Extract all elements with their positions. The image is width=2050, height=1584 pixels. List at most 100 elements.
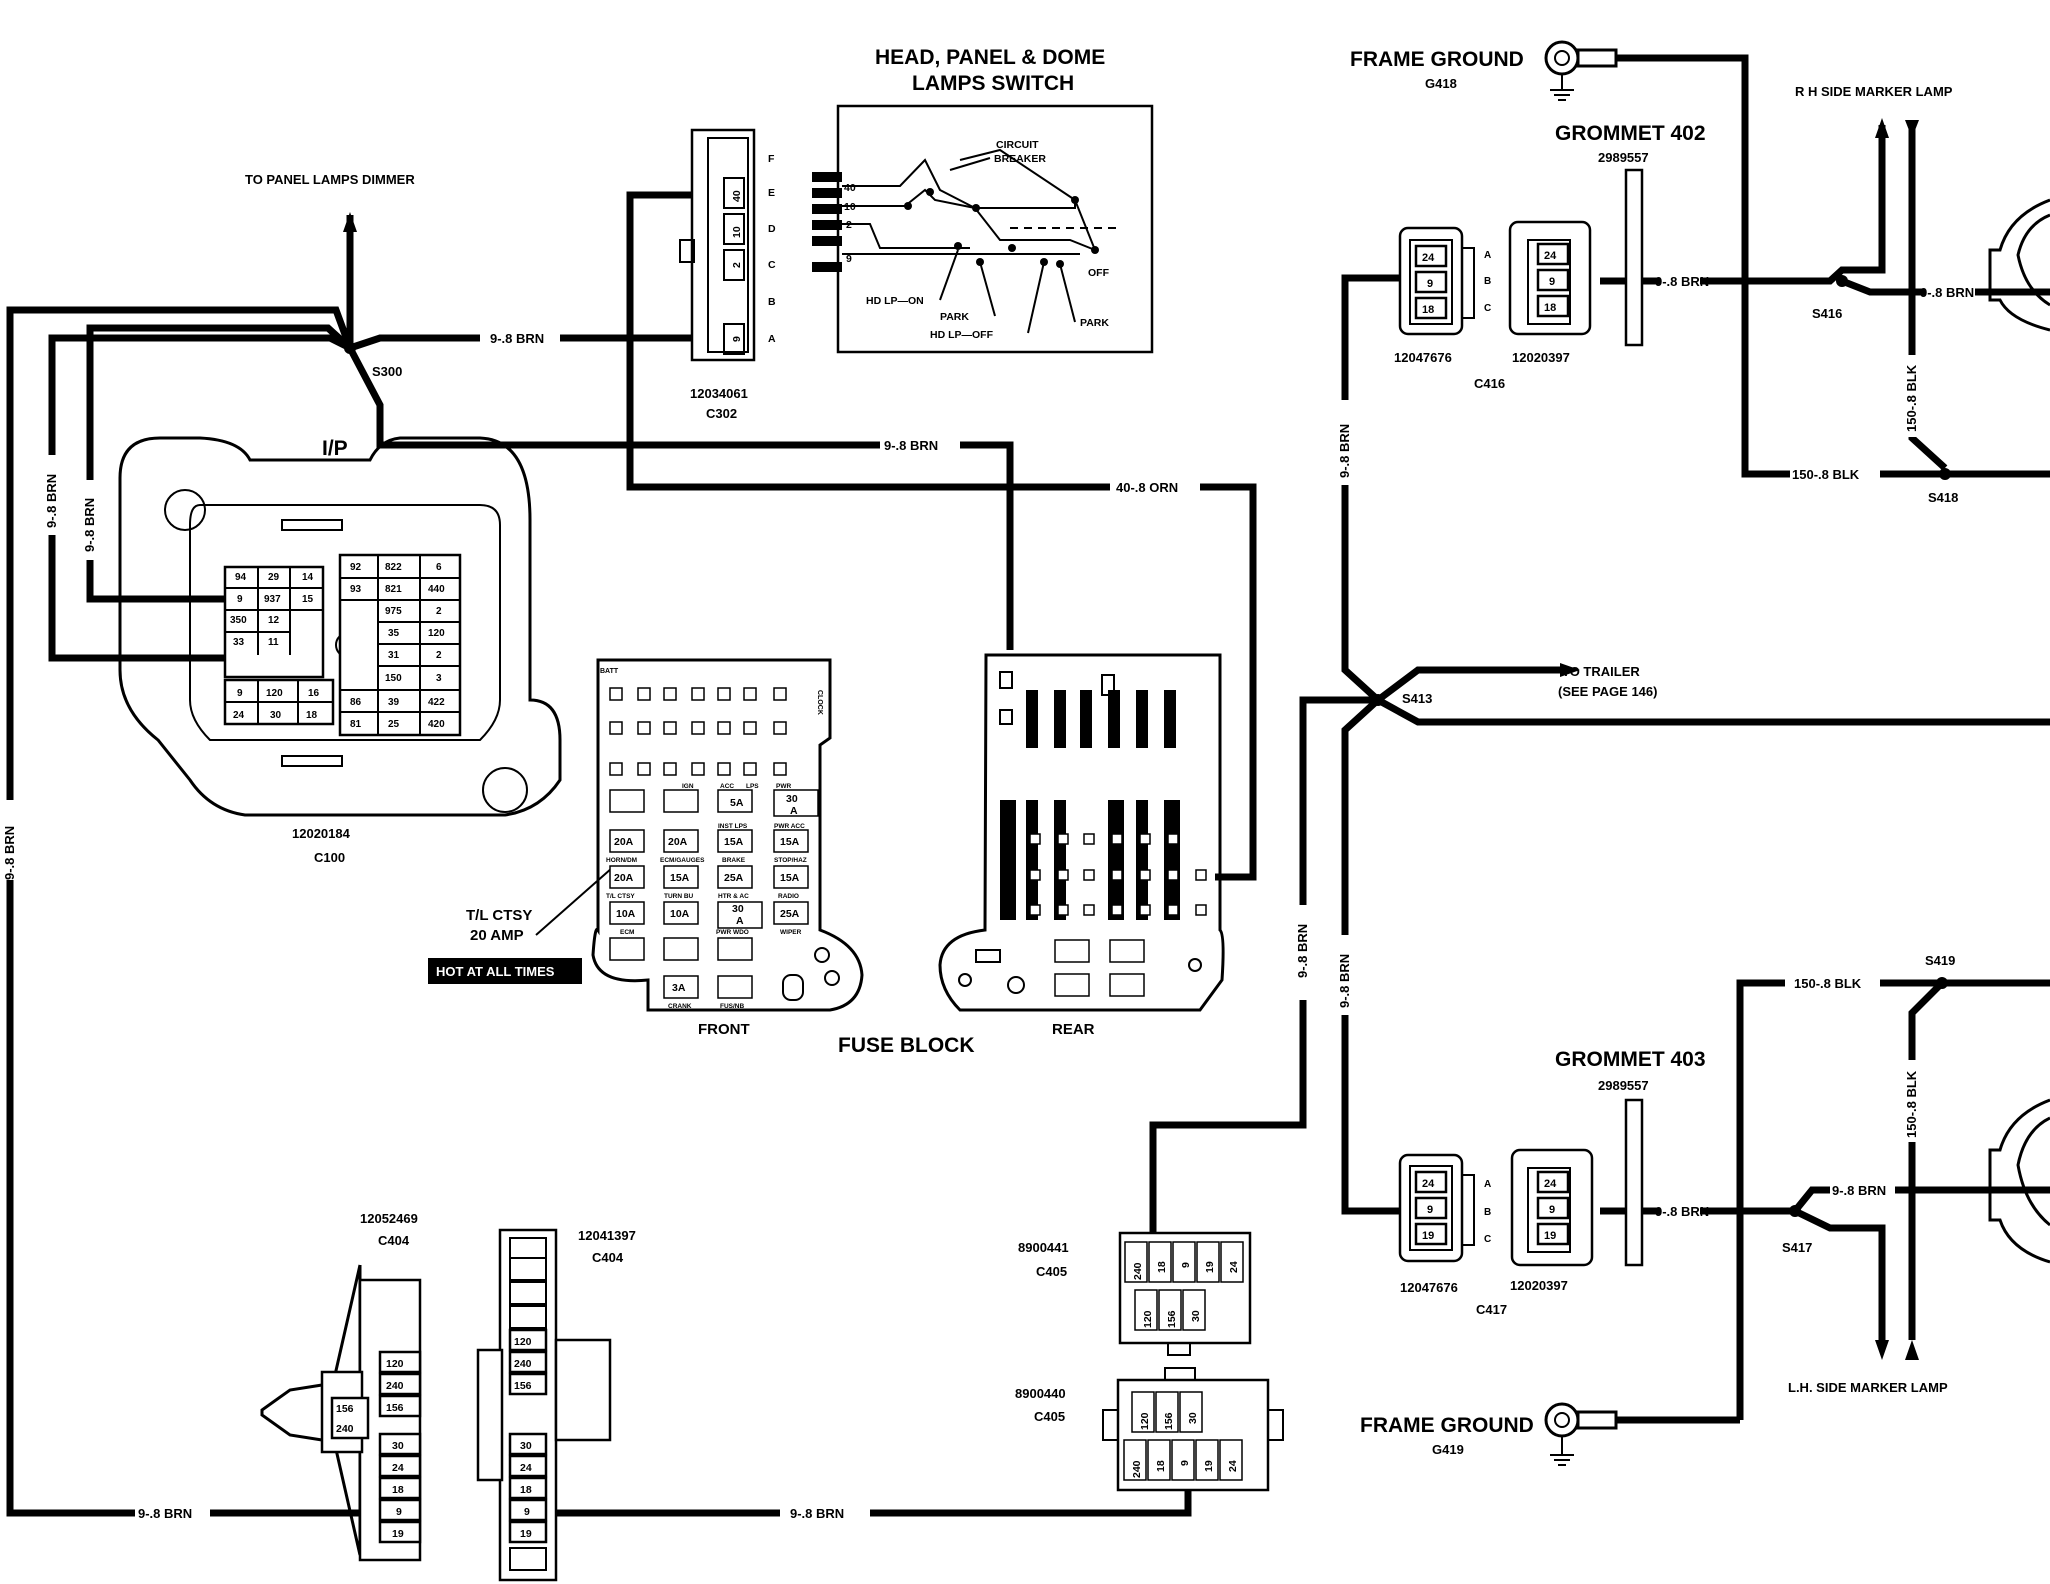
g418-id: G418: [1425, 76, 1457, 91]
svg-text:94: 94: [235, 572, 247, 583]
rh-lamp-housing: [1988, 198, 2050, 332]
grommet403-label: GROMMET 403: [1555, 1048, 1706, 1071]
rh-marker-label: R H SIDE MARKER LAMP: [1795, 84, 1953, 99]
svg-text:40: 40: [731, 190, 743, 202]
svg-text:A: A: [790, 805, 798, 817]
wire-s300-c100-pin9b: [48, 334, 352, 662]
svg-text:CRANK: CRANK: [668, 1003, 692, 1010]
svg-text:HORN/DM: HORN/DM: [606, 857, 637, 864]
c404-right: 12041397 C404 120 240 156 30 24 18 9 19: [476, 1228, 636, 1582]
vlabel-blk-lh: 150-.8 BLK: [1904, 1070, 1919, 1138]
switch-hd-on: HD LP—ON: [866, 295, 924, 307]
rear-fuse-columns: [1000, 690, 1180, 920]
svg-text:14: 14: [302, 572, 314, 583]
svg-text:19: 19: [1203, 1460, 1215, 1472]
svg-text:FUS/NB: FUS/NB: [720, 1003, 745, 1010]
ground-g419: FRAME GROUND G419: [1360, 1402, 1618, 1466]
svg-text:92: 92: [350, 562, 362, 573]
arrow-rh-down-icon: [1905, 120, 1919, 138]
splice-s418-label: S418: [1928, 490, 1958, 505]
svg-text:822: 822: [385, 562, 402, 573]
c302-part: 12034061: [690, 386, 748, 401]
headlamp-switch: HEAD, PANEL & DOME LAMPS SWITCH 40 10 2 …: [812, 46, 1154, 354]
svg-text:10: 10: [731, 226, 743, 238]
svg-text:9: 9: [1549, 1204, 1555, 1216]
splice-s419-label: S419: [1925, 953, 1955, 968]
svg-text:PWR ACC: PWR ACC: [774, 823, 805, 830]
vlabel-brn-c416: 9-.8 BRN: [1337, 424, 1352, 478]
svg-text:86: 86: [350, 697, 362, 708]
svg-text:A: A: [1484, 1179, 1491, 1190]
svg-text:240: 240: [336, 1423, 354, 1435]
svg-text:33: 33: [233, 637, 245, 648]
front-fuse-30a: 30: [786, 793, 798, 805]
c404b-part: 12041397: [578, 1228, 636, 1243]
wire-label-brn-mid: 9-.8 BRN: [884, 438, 938, 453]
svg-text:35: 35: [388, 628, 400, 639]
svg-text:STOP/HAZ: STOP/HAZ: [774, 857, 807, 864]
svg-text:15: 15: [302, 594, 314, 605]
front-outline: [591, 658, 864, 1012]
svg-text:6: 6: [436, 562, 442, 573]
svg-text:25: 25: [388, 719, 400, 730]
svg-text:30: 30: [1187, 1412, 1199, 1424]
switch-contact-a: [842, 158, 1096, 251]
svg-text:120: 120: [386, 1358, 404, 1370]
vlabel-brn-c405: 9-.8 BRN: [1295, 924, 1310, 978]
svg-text:93: 93: [350, 584, 362, 595]
c417-part-a: 12047676: [1400, 1280, 1458, 1295]
svg-text:2: 2: [436, 650, 442, 661]
splice-s417: [1789, 1205, 1801, 1217]
svg-text:19: 19: [1204, 1261, 1216, 1273]
ground-g418: FRAME GROUND G418: [1350, 40, 1618, 101]
switch-park-1: PARK: [940, 311, 969, 323]
svg-text:ECM/GAUGES: ECM/GAUGES: [660, 857, 705, 864]
splice-s416: [1836, 275, 1848, 287]
hot-label: HOT AT ALL TIMES: [436, 964, 555, 979]
c416-connector: GROMMET 402 2989557 24 9 18 A B C 24 9 1…: [1394, 122, 1706, 391]
svg-text:16: 16: [308, 688, 320, 699]
to-dimmer-label: TO PANEL LAMPS DIMMER: [245, 172, 415, 187]
see-page-label: (SEE PAGE 146): [1558, 684, 1657, 699]
ip-label: I/P: [322, 437, 348, 460]
svg-text:156: 156: [1163, 1412, 1175, 1430]
wire-s300-c100-pin9: [86, 324, 353, 603]
svg-text:24: 24: [1228, 1261, 1240, 1273]
svg-text:3: 3: [436, 673, 442, 684]
svg-text:C: C: [768, 259, 776, 271]
svg-text:29: 29: [268, 572, 280, 583]
wire-labels-vertical: 9-.8 BRN 9-.8 BRN 9-.8 BRN 9-.8 BRN 9-.8…: [0, 355, 1922, 1142]
svg-text:24: 24: [1544, 250, 1557, 262]
svg-text:C: C: [1484, 1234, 1491, 1245]
svg-text:240: 240: [386, 1380, 404, 1392]
callouts: TO PANEL LAMPS DIMMER TO TRAILER (SEE PA…: [245, 84, 1953, 1395]
svg-text:20A: 20A: [668, 836, 688, 848]
leader-hd-off: [1027, 261, 1045, 334]
svg-text:19: 19: [520, 1528, 532, 1540]
svg-text:RADIO: RADIO: [778, 893, 799, 900]
svg-text:10A: 10A: [616, 908, 636, 920]
svg-text:9: 9: [1180, 1262, 1192, 1268]
splice-s413: [1372, 694, 1384, 706]
svg-text:3A: 3A: [672, 982, 686, 994]
wire-label-brn-c417: 9-.8 BRN: [1655, 1204, 1709, 1219]
wire-label-brn-s416: 9-.8 BRN: [1920, 285, 1974, 300]
wire-s413-up: [1341, 478, 1381, 703]
c405-top: 8900441 C405 240 18 9 19 24 120 156 30: [1018, 1231, 1252, 1356]
svg-text:PWR: PWR: [776, 783, 791, 790]
svg-text:18: 18: [520, 1484, 532, 1496]
svg-text:IGN: IGN: [682, 783, 694, 790]
c404a-part: 12052469: [360, 1211, 418, 1226]
svg-text:TURN BU: TURN BU: [664, 893, 694, 900]
wire-label-brn-c302: 9-.8 BRN: [490, 331, 544, 346]
svg-text:18: 18: [306, 710, 318, 721]
arrow-lh-down-icon: [1875, 1340, 1889, 1360]
svg-text:120: 120: [514, 1336, 532, 1348]
svg-text:A: A: [768, 333, 776, 345]
wire-s417-up: [1792, 1186, 1830, 1214]
svg-text:30: 30: [392, 1440, 404, 1452]
switch-cb-top: [959, 148, 1076, 201]
c416-part-b: 12020397: [1512, 350, 1570, 365]
vlabel-blk-rh: 150-.8 BLK: [1904, 364, 1919, 432]
splice-s413-label: S413: [1402, 691, 1432, 706]
